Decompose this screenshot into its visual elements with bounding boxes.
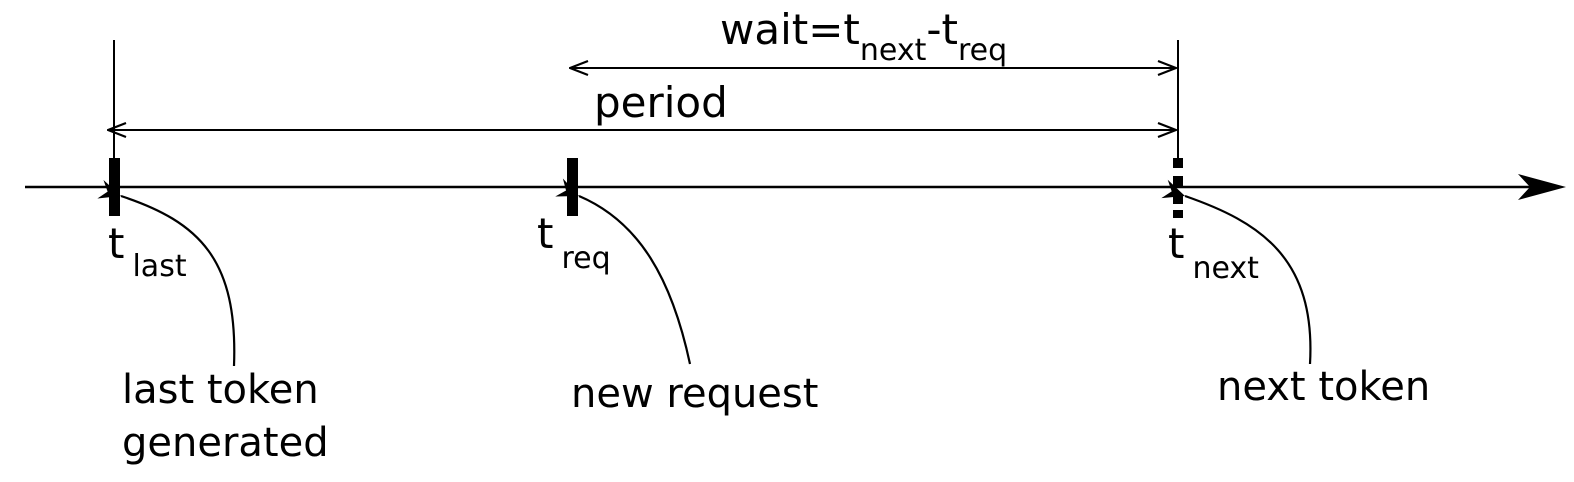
wait-formula: wait=tnext-treq <box>720 5 1007 68</box>
t-next-label: tnext <box>1168 219 1259 286</box>
wait-span: wait=tnext-treq <box>570 5 1176 68</box>
new-request-pointer-arrow <box>555 178 692 365</box>
time-axis <box>25 174 1566 200</box>
last-token-pointer-arrow <box>97 179 236 367</box>
last-token-annotation: last token generated <box>122 367 329 466</box>
t-last-tick <box>109 158 120 216</box>
new-request-annotation: new request <box>571 371 818 417</box>
period-span: period <box>108 78 1176 130</box>
t-req-label: treq <box>537 209 611 276</box>
last-token-line2: generated <box>122 420 329 466</box>
next-token-annotation: next token <box>1217 364 1430 410</box>
last-token-line1: last token <box>122 367 319 413</box>
next-token-pointer-arrow <box>1161 179 1312 365</box>
axis-arrowhead-icon <box>1518 174 1566 200</box>
period-label: period <box>594 78 728 127</box>
t-req-tick <box>567 158 578 216</box>
